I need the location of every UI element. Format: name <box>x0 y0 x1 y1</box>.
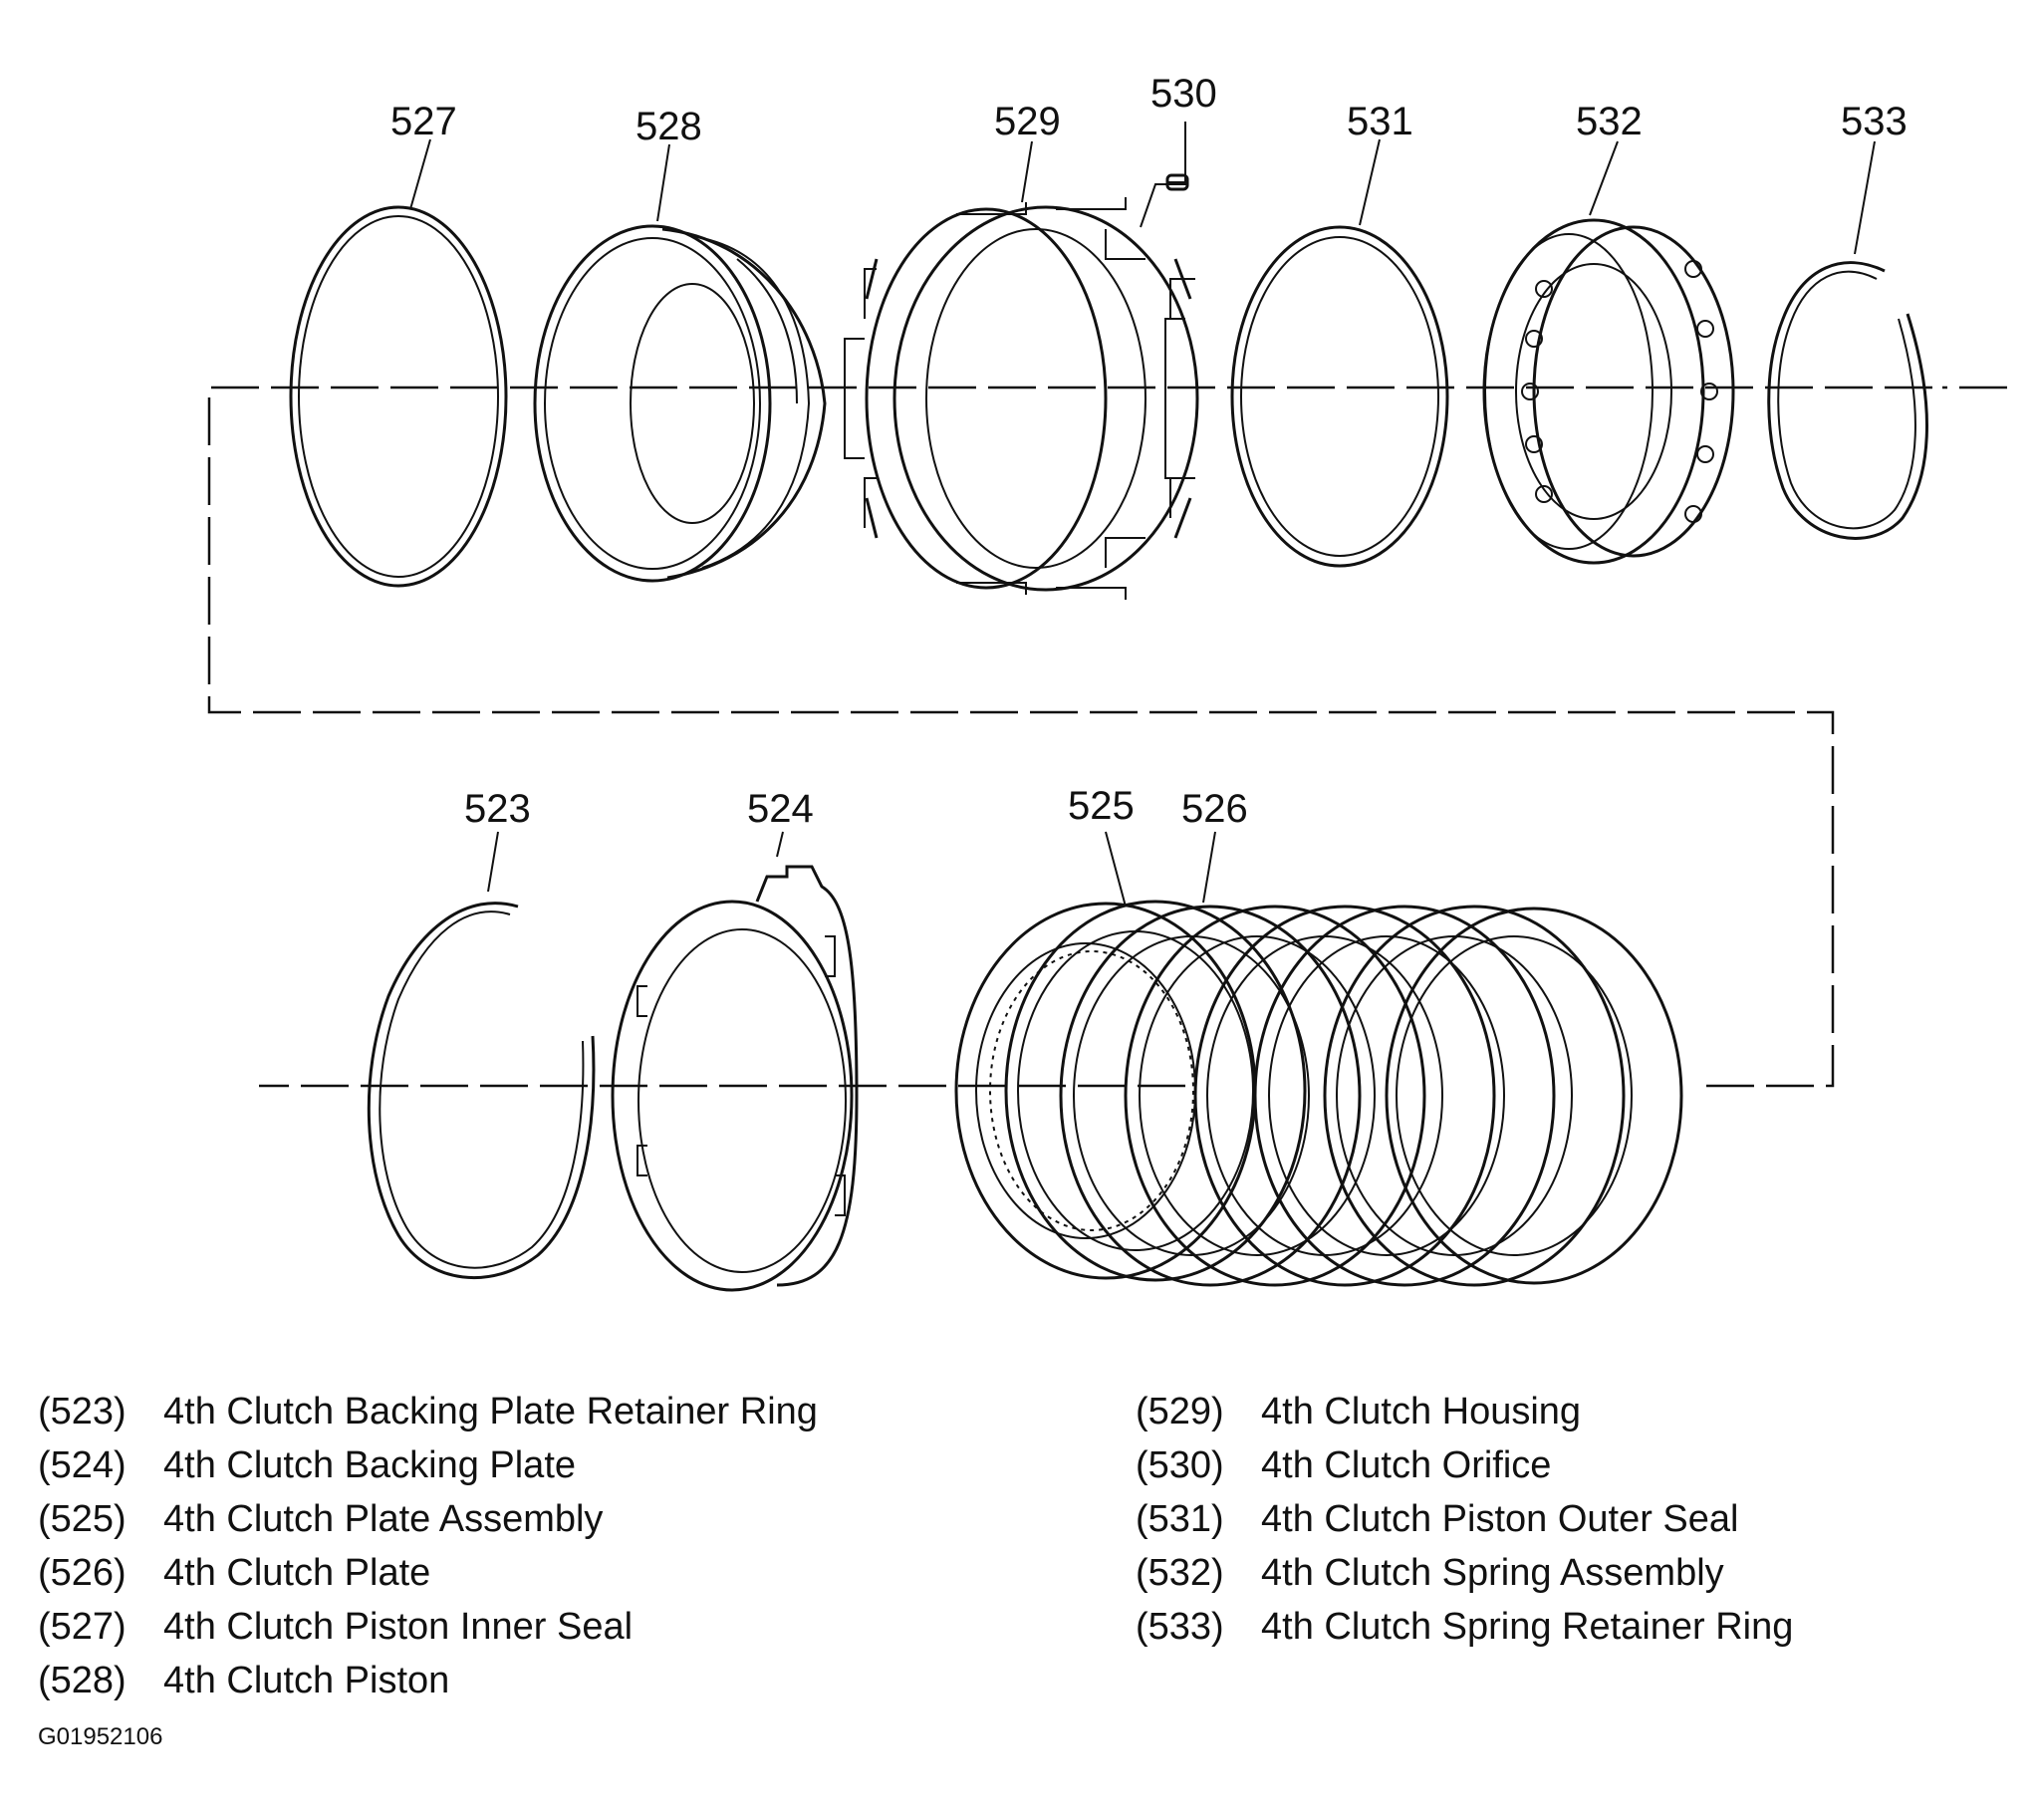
legend-item-523: (523) 4th Clutch Backing Plate Retainer R… <box>38 1385 818 1438</box>
part-525-526-clutch-plate-stack <box>954 900 1683 1287</box>
legend-item-525: (525) 4th Clutch Plate Assembly <box>38 1492 818 1546</box>
legend-left-column: (523) 4th Clutch Backing Plate Retainer R… <box>38 1385 818 1707</box>
callout-530: 530 <box>1150 72 1217 116</box>
callout-532: 532 <box>1576 100 1643 143</box>
legend-label: 4th Clutch Plate <box>163 1552 431 1594</box>
legend-label: 4th Clutch Plate Assembly <box>163 1498 604 1540</box>
legend-label: 4th Clutch Backing Plate Retainer Ring <box>163 1391 818 1432</box>
callout-524: 524 <box>747 787 814 831</box>
callout-523: 523 <box>464 787 531 831</box>
legend-label: 4th Clutch Piston <box>163 1660 450 1701</box>
figure-id: G01952106 <box>38 1723 163 1750</box>
callout-leader-lines <box>409 122 1876 908</box>
part-529-clutch-housing <box>844 197 1199 600</box>
legend-item-530: (530) 4th Clutch Orifice <box>1136 1438 1793 1492</box>
legend-number: (530) <box>1136 1444 1224 1486</box>
callout-533: 533 <box>1841 100 1908 143</box>
legend-number: (524) <box>38 1444 127 1486</box>
legend-label: 4th Clutch Orifice <box>1261 1444 1552 1486</box>
legend-number: (523) <box>38 1391 127 1432</box>
legend-label: 4th Clutch Spring Assembly <box>1261 1552 1724 1594</box>
part-528-piston <box>533 224 827 583</box>
part-530-orifice <box>1165 173 1189 191</box>
callout-527: 527 <box>390 100 457 143</box>
callout-525: 525 <box>1068 784 1135 828</box>
assembly-axis <box>207 386 2007 1088</box>
legend-item-526: (526) 4th Clutch Plate <box>38 1546 818 1600</box>
legend-number: (533) <box>1136 1606 1224 1648</box>
legend-label: 4th Clutch Housing <box>1261 1391 1582 1432</box>
callout-528: 528 <box>636 105 702 148</box>
legend-item-524: (524) 4th Clutch Backing Plate <box>38 1438 818 1492</box>
legend-item-528: (528) 4th Clutch Piston <box>38 1654 818 1707</box>
part-527-piston-inner-seal <box>289 205 508 588</box>
legend-item-529: (529) 4th Clutch Housing <box>1136 1385 1793 1438</box>
legend-label: 4th Clutch Backing Plate <box>163 1444 577 1486</box>
part-523-backing-plate-retainer-ring <box>367 902 596 1280</box>
legend-number: (527) <box>38 1606 127 1648</box>
legend-label: 4th Clutch Piston Inner Seal <box>163 1606 634 1648</box>
legend-item-531: (531) 4th Clutch Piston Outer Seal <box>1136 1492 1793 1546</box>
legend-label: 4th Clutch Piston Outer Seal <box>1261 1498 1739 1540</box>
legend-item-527: (527) 4th Clutch Piston Inner Seal <box>38 1600 818 1654</box>
legend-item-533: (533) 4th Clutch Spring Retainer Ring <box>1136 1600 1793 1654</box>
legend-label: 4th Clutch Spring Retainer Ring <box>1261 1606 1794 1648</box>
legend-right-column: (529) 4th Clutch Housing (530) 4th Clutch … <box>1136 1385 1793 1654</box>
legend-number: (529) <box>1136 1391 1224 1432</box>
callout-531: 531 <box>1347 100 1413 143</box>
part-531-piston-outer-seal <box>1230 225 1449 568</box>
part-532-spring-assembly <box>1482 218 1735 565</box>
legend-number: (531) <box>1136 1498 1224 1540</box>
legend-number: (525) <box>38 1498 127 1540</box>
legend-number: (528) <box>38 1660 127 1701</box>
part-524-backing-plate <box>611 865 859 1292</box>
callout-529: 529 <box>994 100 1061 143</box>
legend-number: (532) <box>1136 1552 1224 1594</box>
legend-number: (526) <box>38 1552 127 1594</box>
legend-item-532: (532) 4th Clutch Spring Assembly <box>1136 1546 1793 1600</box>
part-533-spring-retainer-ring <box>1767 261 1928 540</box>
callout-526: 526 <box>1181 787 1248 831</box>
